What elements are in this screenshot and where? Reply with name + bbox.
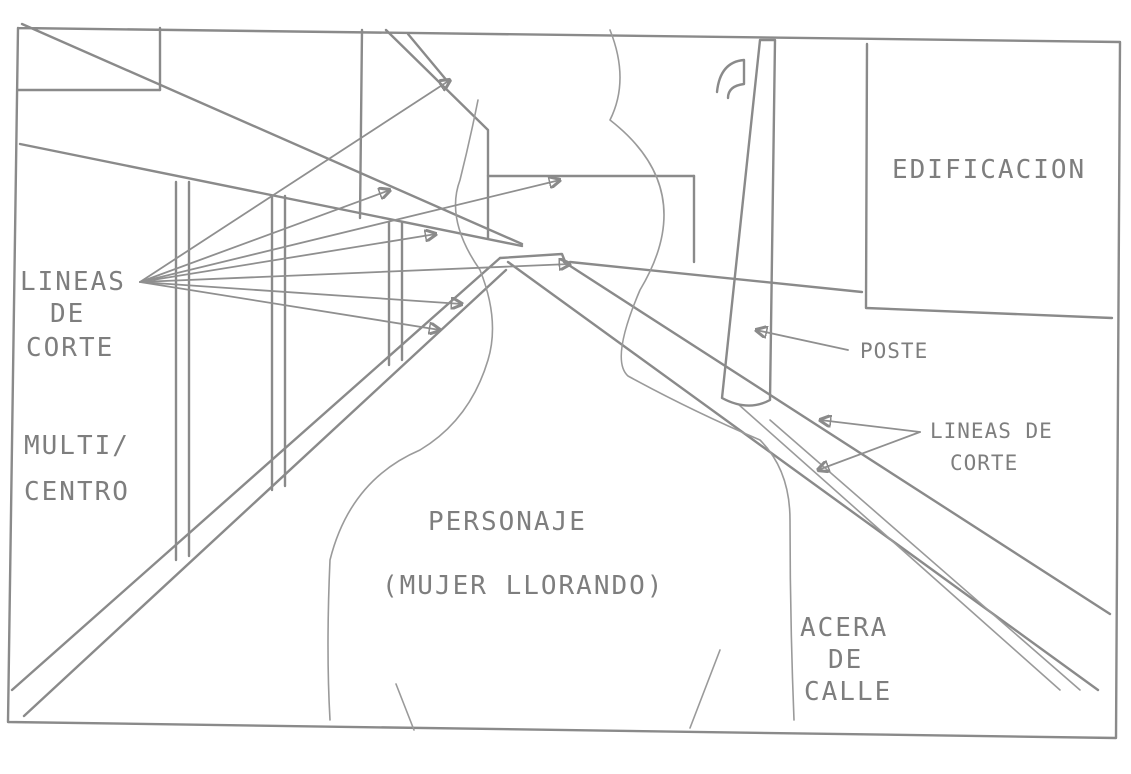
svg-text:MULTI/: MULTI/ (24, 431, 130, 461)
pole (715, 38, 777, 407)
svg-text:CALLE: CALLE (804, 677, 892, 707)
label-multicentro: MULTI/ CENTRO (24, 431, 130, 507)
svg-text:LINEAS: LINEAS (20, 267, 126, 297)
right-cut-line-arrows (818, 420, 921, 470)
label-acera-de-calle: ACERA DE CALLE (800, 613, 892, 707)
svg-text:CORTE: CORTE (26, 333, 114, 363)
svg-text:DE: DE (828, 645, 863, 675)
left-cut-line-arrows (139, 80, 570, 330)
svg-text:DE: DE (50, 299, 85, 329)
svg-text:ACERA: ACERA (800, 613, 888, 643)
svg-text:PERSONAJE: PERSONAJE (428, 507, 587, 537)
frame-border (6, 26, 1122, 740)
pole-arrow (756, 330, 849, 351)
label-poste: POSTE (860, 339, 928, 363)
label-edificacion: EDIFICACION (892, 155, 1086, 185)
multicentro-structure (16, 26, 490, 562)
svg-text:CENTRO: CENTRO (24, 477, 130, 507)
svg-text:LINEAS DE: LINEAS DE (930, 419, 1053, 443)
label-lineas-de-corte-left: LINEAS DE CORTE (20, 267, 126, 363)
svg-text:CORTE: CORTE (950, 451, 1018, 475)
label-lineas-de-corte-right: LINEAS DE CORTE (930, 419, 1053, 475)
building-outline (864, 42, 1114, 320)
cut-lines (10, 22, 1112, 718)
svg-text:(MUJER LLORANDO): (MUJER LLORANDO) (382, 571, 664, 601)
label-personaje: PERSONAJE (MUJER LLORANDO) (382, 507, 664, 601)
character-silhouette (327, 29, 795, 731)
sidewalk-edge (769, 419, 1081, 691)
